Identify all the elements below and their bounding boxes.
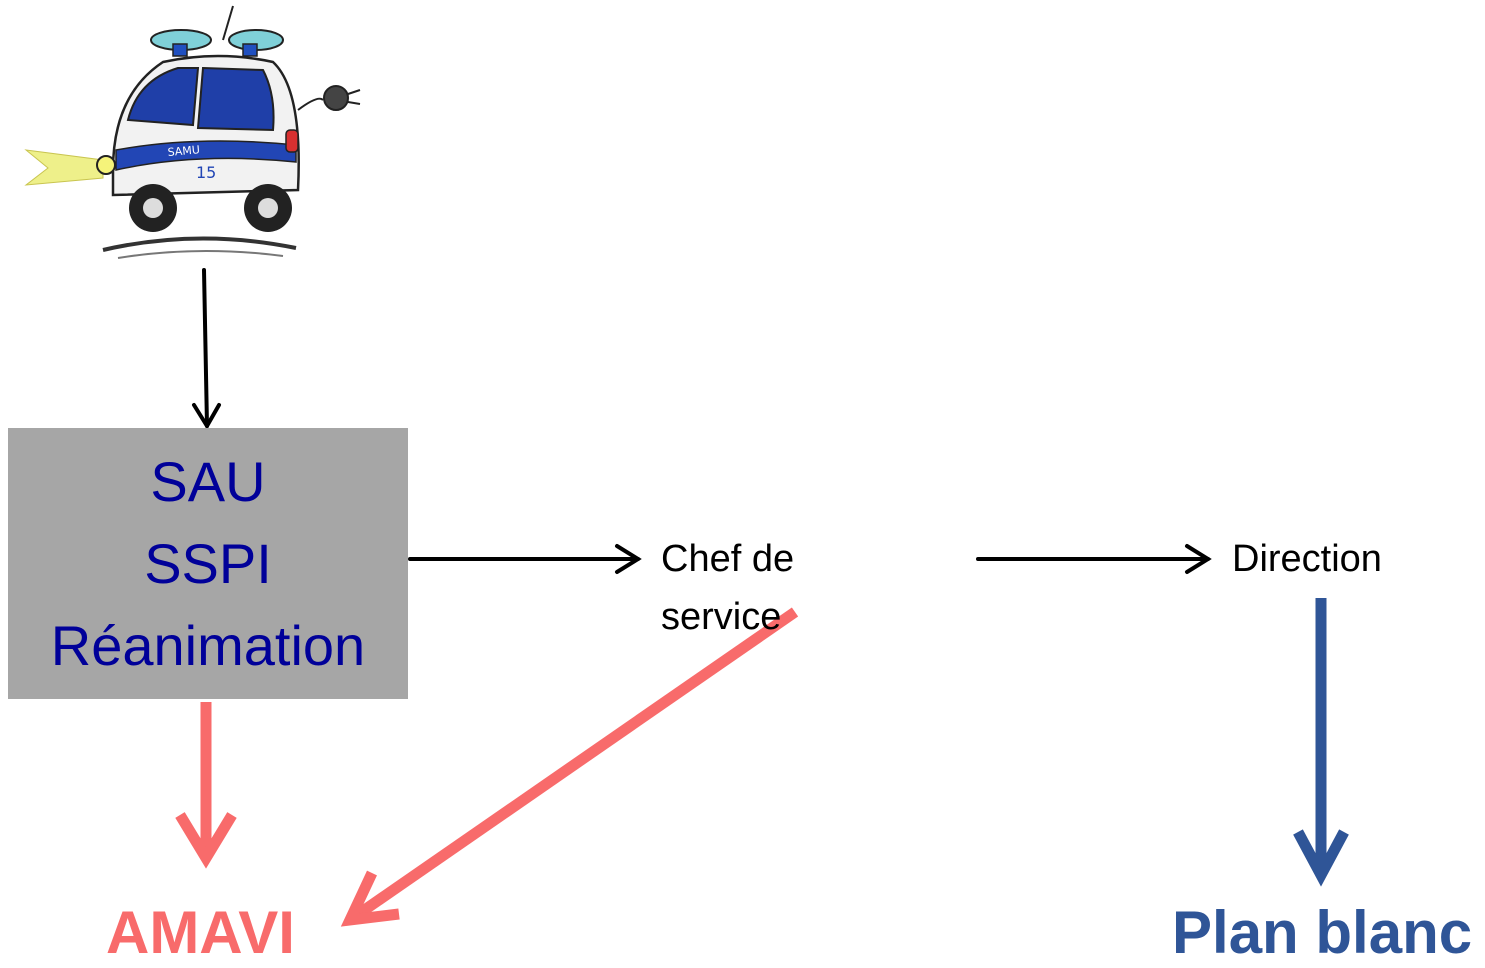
box-line-sau: SAU bbox=[150, 449, 266, 513]
svg-text:SAMU: SAMU bbox=[167, 143, 200, 159]
services-box: SAU SSPI Réanimation bbox=[8, 428, 408, 699]
chef-de-service-label: Chef de service bbox=[661, 530, 861, 646]
arrow-direction-to-plan-blanc bbox=[1293, 598, 1349, 887]
box-line-reanimation: Réanimation bbox=[50, 613, 366, 677]
arrow-chef-to-direction bbox=[976, 544, 1212, 574]
arrow-box-to-chef bbox=[408, 544, 642, 574]
svg-text:15: 15 bbox=[196, 163, 216, 182]
arrow-chef-to-amavi bbox=[340, 607, 799, 927]
samu-ambulance-icon: SAMU 15 bbox=[24, 5, 361, 259]
arrow-ambulance-to-box bbox=[192, 268, 221, 430]
direction-label: Direction bbox=[1232, 538, 1382, 580]
chef-line-1: Chef de bbox=[661, 538, 795, 580]
plan-blanc-label: Plan blanc bbox=[1172, 899, 1473, 966]
box-line-sspi: SSPI bbox=[144, 531, 272, 595]
arrow-box-to-amavi bbox=[175, 702, 237, 869]
amavi-label: AMAVI bbox=[106, 899, 295, 966]
chef-line-2: service bbox=[661, 596, 782, 638]
